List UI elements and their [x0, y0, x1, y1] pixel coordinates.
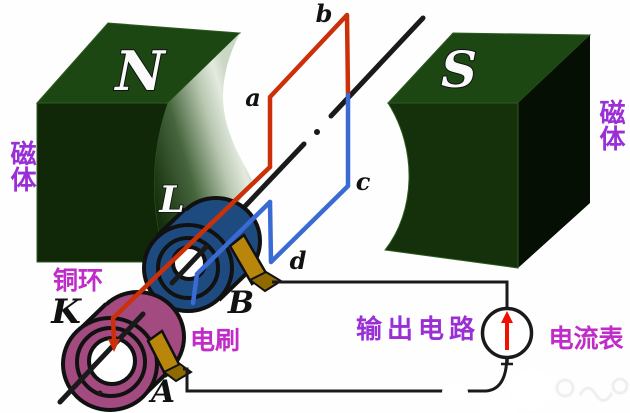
label-magnet-body-left: 磁体: [7, 139, 37, 192]
label-corner-a: a: [245, 83, 261, 112]
label-magnet-body-right: 磁体: [596, 98, 626, 151]
axis-lower-segment: [57, 311, 146, 405]
label-ammeter: 电流表: [548, 325, 624, 353]
axis-through-L: [169, 244, 209, 286]
label-brush-A: A: [148, 374, 175, 410]
circuit-wire-bottom: [183, 358, 509, 393]
erased-watermark-blob: [442, 369, 553, 413]
s-magnet-front-face: [384, 102, 519, 269]
label-S-pole: S: [441, 40, 477, 99]
coil-leads: [108, 164, 273, 352]
ammeter-needle-head-icon: [501, 311, 513, 323]
s-magnet: [384, 32, 592, 269]
slip-ring-L: [142, 196, 262, 313]
slip-ring-L-groove: [156, 236, 220, 300]
label-brush-B: B: [227, 285, 254, 321]
faint-watermark-remnant: [555, 377, 629, 402]
red-lead-to-ring-K: [110, 164, 273, 344]
n-magnet-front-face: [36, 102, 169, 263]
label-corner-d: d: [290, 246, 307, 275]
axis-center-dot: [314, 129, 320, 135]
circuit-wire-top: [272, 280, 509, 309]
red-lead-arrow-icon: [108, 339, 120, 352]
coil-blue-half: [267, 92, 351, 265]
s-magnet-right-face: [518, 35, 590, 268]
label-output-circuit: 输出电路: [356, 314, 480, 344]
slip-ring-K-face-dot: [97, 390, 103, 396]
brush-A: [146, 329, 193, 383]
label-corner-c: c: [356, 167, 371, 196]
brush-B: [228, 233, 283, 293]
slip-ring-K-groove: [75, 326, 147, 398]
label-ring-L: L: [158, 179, 184, 221]
label-N-pole: N: [113, 39, 167, 103]
label-corner-b: b: [316, 0, 333, 28]
output-circuit: [183, 280, 534, 393]
label-copper-ring: 铜环: [53, 266, 103, 295]
label-brush-cn: 电刷: [190, 327, 240, 355]
coil-red-half: [267, 12, 351, 170]
label-ring-K: K: [50, 292, 82, 332]
blue-lead-to-ring-L: [190, 199, 273, 306]
rotating-coil: [267, 12, 351, 265]
